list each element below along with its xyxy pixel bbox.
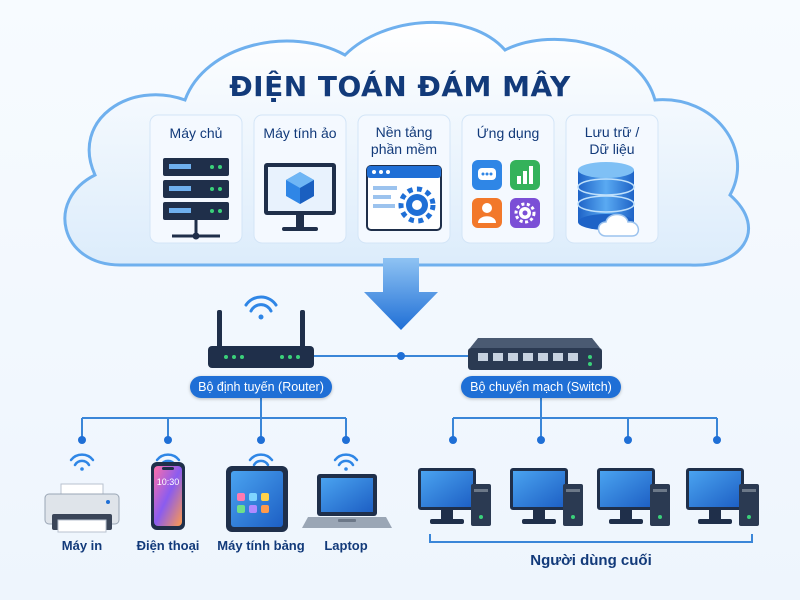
service-card-virtual-machine	[253, 114, 347, 244]
service-card-storage	[565, 114, 659, 244]
switch-label: Bộ chuyển mạch (Switch)	[461, 376, 621, 398]
end-users-label: Người dùng cuối	[530, 552, 652, 569]
switch-distribution-lines	[452, 398, 718, 437]
router-icon	[208, 310, 314, 368]
printer-icon	[44, 483, 120, 533]
device-label-printer: Máy in	[61, 538, 103, 553]
router-label: Bộ định tuyến (Router)	[190, 376, 332, 398]
tablet-icon	[226, 466, 288, 532]
service-card-servers	[149, 114, 243, 244]
desktop-computer-icon	[510, 468, 583, 526]
software-platform-icon	[366, 165, 442, 231]
service-label-virtual-machine: Máy tính ảo	[263, 125, 337, 141]
device-label-phone: Điện thoại	[136, 538, 200, 553]
phone-screen-time: 10:30	[157, 477, 180, 487]
switch-distribution-nodes	[449, 436, 721, 444]
service-card-applications	[461, 114, 555, 244]
switch-icon	[468, 338, 602, 370]
router-distribution-nodes	[78, 436, 350, 444]
device-label-tablet: Máy tính bảng	[217, 538, 305, 553]
service-card-software-platform	[357, 114, 451, 244]
wifi-icon-laptop	[333, 453, 359, 471]
service-label-servers: Máy chủ	[169, 125, 223, 141]
service-label-applications: Ứng dụng	[476, 125, 540, 141]
desktop-computer-icon	[686, 468, 759, 526]
virtual-machine-icon	[264, 163, 336, 231]
smartphone-icon: 10:30	[151, 462, 185, 530]
router-distribution-lines	[81, 398, 347, 437]
link-node	[397, 352, 405, 360]
end-users-bracket	[429, 534, 753, 543]
wifi-icon-printer	[69, 453, 95, 471]
app-grid-icon	[472, 160, 540, 228]
server-rack-icon	[163, 158, 229, 240]
database-cloud-icon	[577, 162, 640, 237]
service-label-storage: Lưu trữ / Dữ liệu	[584, 124, 640, 157]
diagram-title: ĐIỆN TOÁN ĐÁM MÂY	[229, 70, 571, 103]
device-label-laptop: Laptop	[324, 538, 368, 553]
desktop-computer-icon	[418, 468, 491, 526]
service-label-software-platform: Nền tảng phần mềm	[370, 124, 438, 157]
desktop-computer-icon	[597, 468, 670, 526]
wifi-icon-router	[244, 295, 278, 320]
laptop-icon	[302, 474, 392, 528]
down-arrow-icon	[364, 258, 438, 330]
